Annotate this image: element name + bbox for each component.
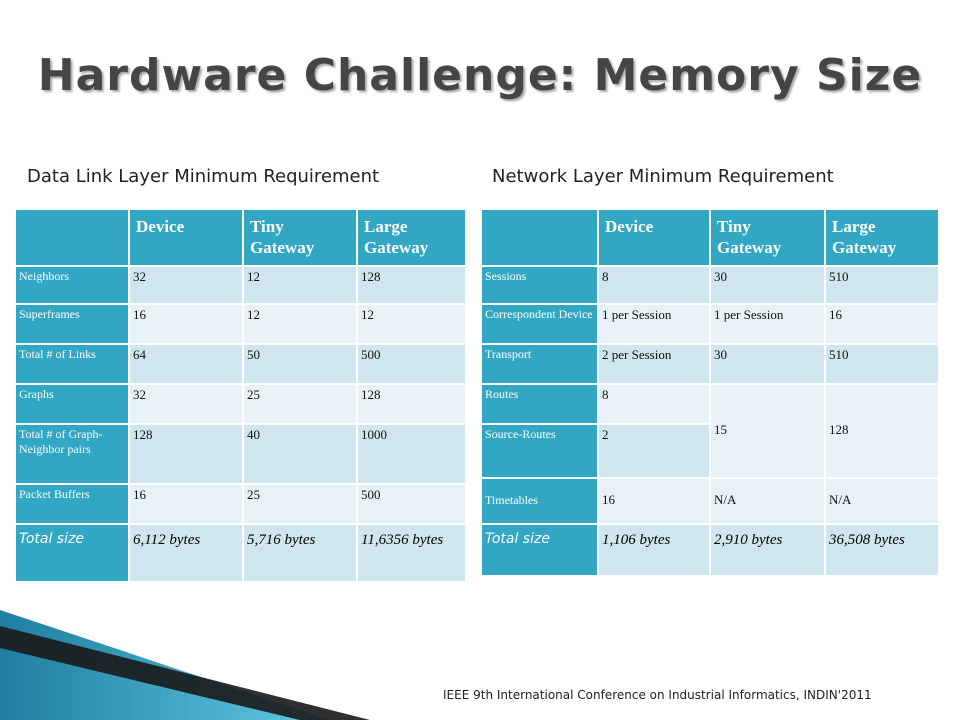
table-cell: 64 bbox=[128, 342, 244, 385]
table-cell: 128 bbox=[128, 422, 244, 485]
corner-swoosh-decoration bbox=[0, 610, 370, 720]
data-link-heading: Data Link Layer Minimum Requirement bbox=[27, 166, 380, 187]
table-row: Correspondent Device 1 per Session 1 per… bbox=[480, 302, 940, 345]
table-cell: 500 bbox=[356, 482, 467, 525]
table-header-row: Device Tiny Gateway Large Gateway bbox=[14, 208, 467, 267]
table-cell: 1000 bbox=[356, 422, 467, 485]
row-label: Total size bbox=[480, 522, 599, 577]
table-cell: 5,716 bytes bbox=[242, 522, 358, 583]
table-cell: 1 per Session bbox=[709, 302, 826, 345]
table-cell: 128 bbox=[356, 264, 467, 305]
merged-cell: 15 bbox=[709, 382, 826, 479]
table-cell: 16 bbox=[128, 302, 244, 345]
table-cell: 16 bbox=[597, 476, 711, 525]
table-cell: 2 bbox=[597, 422, 711, 479]
network-layer-table: Device Tiny Gateway Large Gateway Sessio… bbox=[480, 208, 940, 577]
table-row: Sessions 8 30 510 bbox=[480, 264, 940, 305]
header-cell: Device bbox=[597, 208, 711, 267]
table-cell: 30 bbox=[709, 264, 826, 305]
header-cell: Large Gateway bbox=[356, 208, 467, 267]
table-cell: 510 bbox=[824, 342, 940, 385]
table-cell: 8 bbox=[597, 264, 711, 305]
table-cell: 2,910 bytes bbox=[709, 522, 826, 577]
merged-cell: 128 bbox=[824, 382, 940, 479]
footer-conference-text: IEEE 9th International Conference on Ind… bbox=[443, 688, 872, 702]
table-cell: 12 bbox=[356, 302, 467, 345]
table-cell: 25 bbox=[242, 382, 358, 425]
row-label: Neighbors bbox=[14, 264, 130, 305]
header-cell: Device bbox=[128, 208, 244, 267]
table-cell: 6,112 bytes bbox=[128, 522, 244, 583]
table-row: Transport 2 per Session 30 510 bbox=[480, 342, 940, 385]
table-row: Routes 8 15 128 bbox=[480, 382, 940, 479]
header-empty-cell bbox=[480, 208, 599, 267]
table-cell: 1 per Session bbox=[597, 302, 711, 345]
table-row: Source-Routes 2 bbox=[480, 422, 939, 479]
network-layer-heading: Network Layer Minimum Requirement bbox=[492, 166, 834, 187]
table-cell: 30 bbox=[709, 342, 826, 385]
table-cell: 12 bbox=[242, 264, 358, 305]
row-label: Routes bbox=[480, 382, 599, 425]
table-header-row: Device Tiny Gateway Large Gateway bbox=[480, 208, 940, 267]
total-row: Total size 1,106 bytes 2,910 bytes 36,50… bbox=[480, 522, 940, 577]
table-cell: 16 bbox=[824, 302, 940, 345]
table-row: Total # of Links 64 50 500 bbox=[14, 342, 467, 385]
row-label: Total # of Graph-Neighbor pairs bbox=[14, 422, 130, 485]
row-label: Sessions bbox=[480, 264, 599, 305]
table-cell: 2 per Session bbox=[597, 342, 711, 385]
table-cell: 36,508 bytes bbox=[824, 522, 940, 577]
table-cell: 11,6356 bytes bbox=[356, 522, 467, 583]
row-label: Correspondent Device bbox=[480, 302, 599, 345]
table-cell: 32 bbox=[128, 382, 244, 425]
table-cell: 25 bbox=[242, 482, 358, 525]
row-label: Packet Buffers bbox=[14, 482, 130, 525]
table-row: Neighbors 32 12 128 bbox=[14, 264, 467, 305]
table-cell: 500 bbox=[356, 342, 467, 385]
table-cell: 8 bbox=[597, 382, 711, 425]
table-row: Total # of Graph-Neighbor pairs 128 40 1… bbox=[14, 422, 467, 485]
table-row: Packet Buffers 16 25 500 bbox=[14, 482, 467, 525]
table-row: Graphs 32 25 128 bbox=[14, 382, 467, 425]
row-label: Source-Routes bbox=[480, 422, 599, 479]
header-cell: Tiny Gateway bbox=[242, 208, 358, 267]
slide-title: Hardware Challenge: Memory Size bbox=[37, 50, 923, 101]
table-cell: N/A bbox=[824, 476, 940, 525]
header-cell: Large Gateway bbox=[824, 208, 940, 267]
table-cell: 16 bbox=[128, 482, 244, 525]
swoosh-lower-band bbox=[0, 648, 300, 720]
table-cell: 510 bbox=[824, 264, 940, 305]
table-cell: 128 bbox=[356, 382, 467, 425]
row-label: Graphs bbox=[14, 382, 130, 425]
header-empty-cell bbox=[14, 208, 130, 267]
table-cell: 40 bbox=[242, 422, 358, 485]
row-label: Total size bbox=[14, 522, 130, 583]
table-cell: 12 bbox=[242, 302, 358, 345]
row-label: Transport bbox=[480, 342, 599, 385]
row-label: Total # of Links bbox=[14, 342, 130, 385]
table-cell: 50 bbox=[242, 342, 358, 385]
table-cell: N/A bbox=[709, 476, 826, 525]
row-label: Timetables bbox=[480, 476, 599, 525]
table-cell: 1,106 bytes bbox=[597, 522, 711, 577]
row-label: Superframes bbox=[14, 302, 130, 345]
data-link-table: Device Tiny Gateway Large Gateway Neighb… bbox=[14, 208, 467, 583]
table-row: Superframes 16 12 12 bbox=[14, 302, 467, 345]
table-row: Timetables 16 N/A N/A bbox=[480, 476, 940, 525]
header-cell: Tiny Gateway bbox=[709, 208, 826, 267]
total-row: Total size 6,112 bytes 5,716 bytes 11,63… bbox=[14, 522, 467, 583]
table-cell: 32 bbox=[128, 264, 244, 305]
